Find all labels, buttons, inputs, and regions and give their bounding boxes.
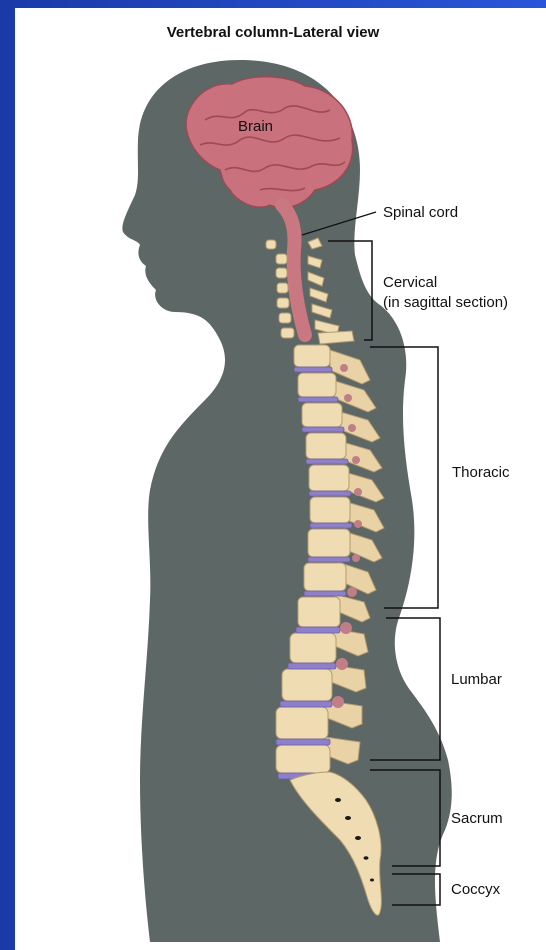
brain-label: Brain bbox=[238, 118, 273, 135]
lumbar-label: Lumbar bbox=[451, 671, 502, 688]
figure-title: Vertebral column-Lateral view bbox=[0, 24, 546, 41]
sacrum-label: Sacrum bbox=[451, 810, 503, 827]
coccyx-label: Coccyx bbox=[451, 881, 500, 898]
spinal-cord-label: Spinal cord bbox=[383, 204, 458, 221]
thoracic-label: Thoracic bbox=[452, 464, 510, 481]
cervical-note-label: (in sagittal section) bbox=[383, 294, 508, 311]
cervical-label: Cervical bbox=[383, 274, 437, 291]
